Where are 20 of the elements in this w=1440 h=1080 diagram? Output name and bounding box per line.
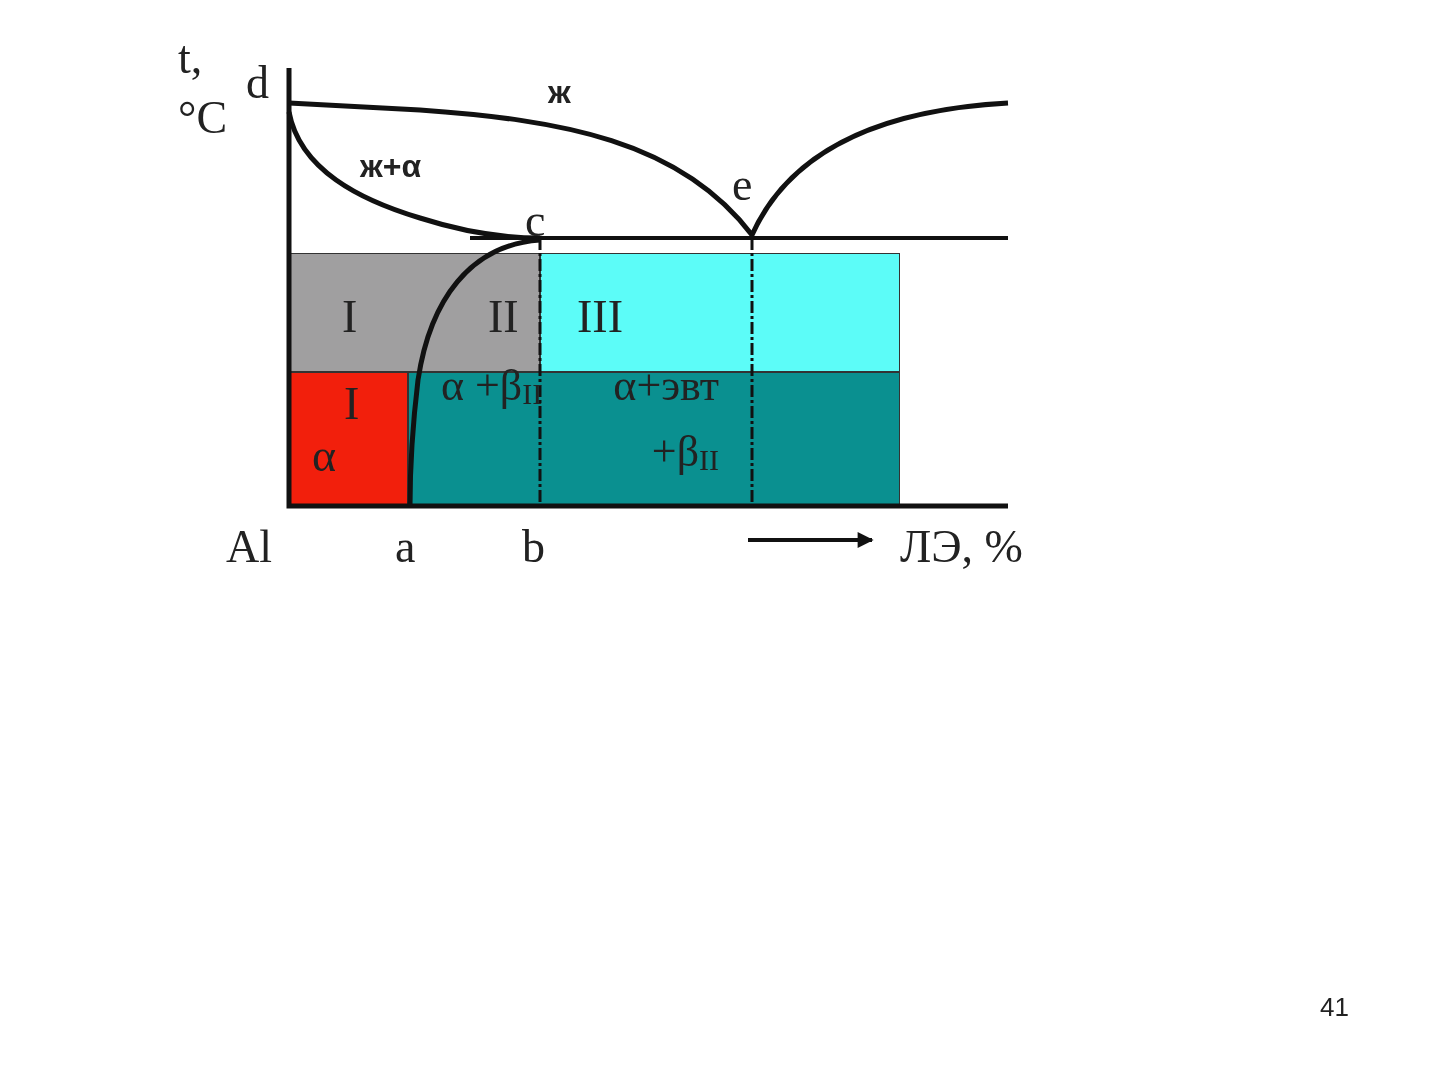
page-number: 41	[1320, 994, 1349, 1020]
point-label: d	[246, 60, 269, 106]
phase-label: ж+α	[360, 150, 422, 182]
point-label: e	[732, 162, 753, 208]
region-numeral: II	[488, 294, 519, 340]
phase-label: ж	[548, 76, 571, 108]
phase-label: α+эвт +β$_{II}$	[612, 360, 719, 478]
axis-label: b	[522, 524, 545, 570]
axis-label: a	[395, 524, 416, 570]
axis-title: ЛЭ, %	[900, 524, 1023, 570]
phase-label: α +β$_{II}$	[439, 360, 544, 412]
phase-label: α	[312, 433, 337, 479]
region-numeral: III	[577, 294, 623, 340]
point-label: c	[525, 198, 546, 244]
region-numeral: I	[344, 381, 360, 427]
axis-label: Al	[226, 524, 272, 570]
axis-title: t, °C	[178, 31, 229, 145]
region-numeral: I	[342, 294, 358, 340]
phase-region	[289, 372, 408, 506]
phase-region	[540, 253, 900, 372]
